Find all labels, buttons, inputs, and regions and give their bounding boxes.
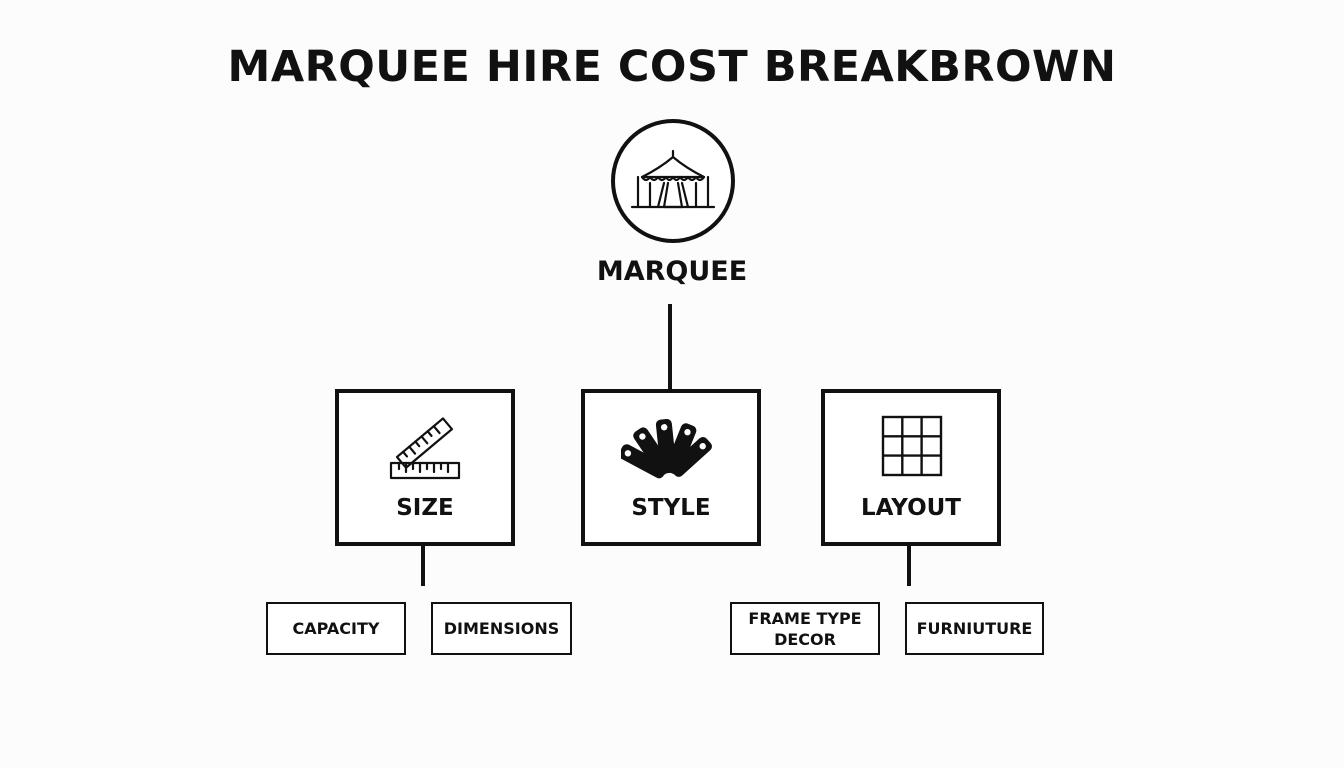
category-label: SIZE [396,495,454,521]
swatch-fan-icon [621,418,712,479]
category-size: SIZE [335,389,515,546]
category-style: STYLE [581,389,761,546]
leaf-label-line-2: DECOR [774,629,836,649]
leaf-label-line-1: FRAME TYPE [748,608,862,628]
leaf-label: CAPACITY [292,619,380,638]
leaf-capacity: CAPACITY [266,602,406,655]
root-label: MARQUEE [596,256,748,287]
marquee-tent-icon [630,149,716,209]
category-label: LAYOUT [860,495,961,521]
category-label: STYLE [631,495,711,521]
leaf-furniture: FURNIUTURE [905,602,1044,655]
diagram-title: MARQUEE HIRE COST BREAKBROWN [227,42,1117,92]
connector-layout-leaves [907,541,911,586]
connector-size-leaves [421,541,425,586]
root-node [611,119,735,243]
leaf-frame-type-decor: FRAME TYPE DECOR [730,602,880,655]
leaf-label: FURNIUTURE [916,619,1033,638]
category-layout: LAYOUT [821,389,1001,546]
grid-icon [881,415,943,477]
leaf-dimensions: DIMENSIONS [431,602,572,655]
connector-root-style [668,304,672,390]
ruler-icon [389,417,461,480]
leaf-label: DIMENSIONS [443,619,560,638]
